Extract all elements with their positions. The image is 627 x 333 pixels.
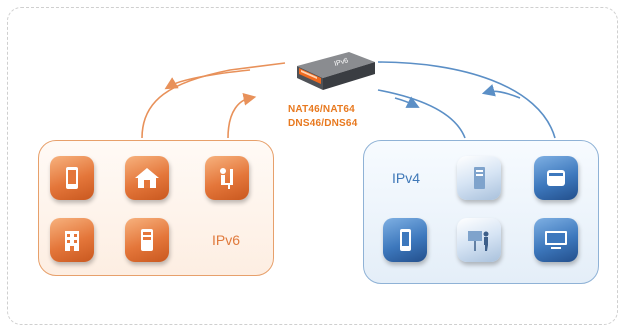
protocol-nat-label: NAT46/NAT64 (288, 104, 355, 115)
ipv6-to-gateway-arrow-right (227, 92, 257, 139)
gateway-to-ipv4-arrow-left (377, 89, 466, 139)
home-icon (125, 156, 169, 200)
person-at-desk-icon (205, 156, 249, 200)
diagram-frame (7, 7, 618, 325)
office-building-icon (50, 218, 94, 262)
presentation-icon (457, 218, 501, 262)
smartphone-icon (50, 156, 94, 200)
ipv6-network-label: IPv6 (212, 232, 241, 248)
gateway-to-ipv6-arrow-left (164, 69, 251, 90)
router-gateway-icon: IPv6 (297, 52, 375, 90)
monitor-icon (534, 218, 578, 262)
gateway-to-ipv4-arrow-right (377, 61, 556, 139)
protocol-dns-label: DNS46/DNS64 (288, 118, 358, 129)
storage-icon (534, 156, 578, 200)
server-tower-icon (457, 156, 501, 200)
ipv4-to-gateway-arrow-head (481, 84, 521, 99)
svg-text:IPv6: IPv6 (334, 57, 349, 68)
ipv4-network-label: IPv4 (392, 170, 421, 186)
tablet-icon (125, 218, 169, 262)
ipv6-to-gateway-arrow-left (141, 62, 286, 139)
gateway-to-ipv4-arrow-head (394, 96, 420, 108)
smartphone-icon (383, 218, 427, 262)
